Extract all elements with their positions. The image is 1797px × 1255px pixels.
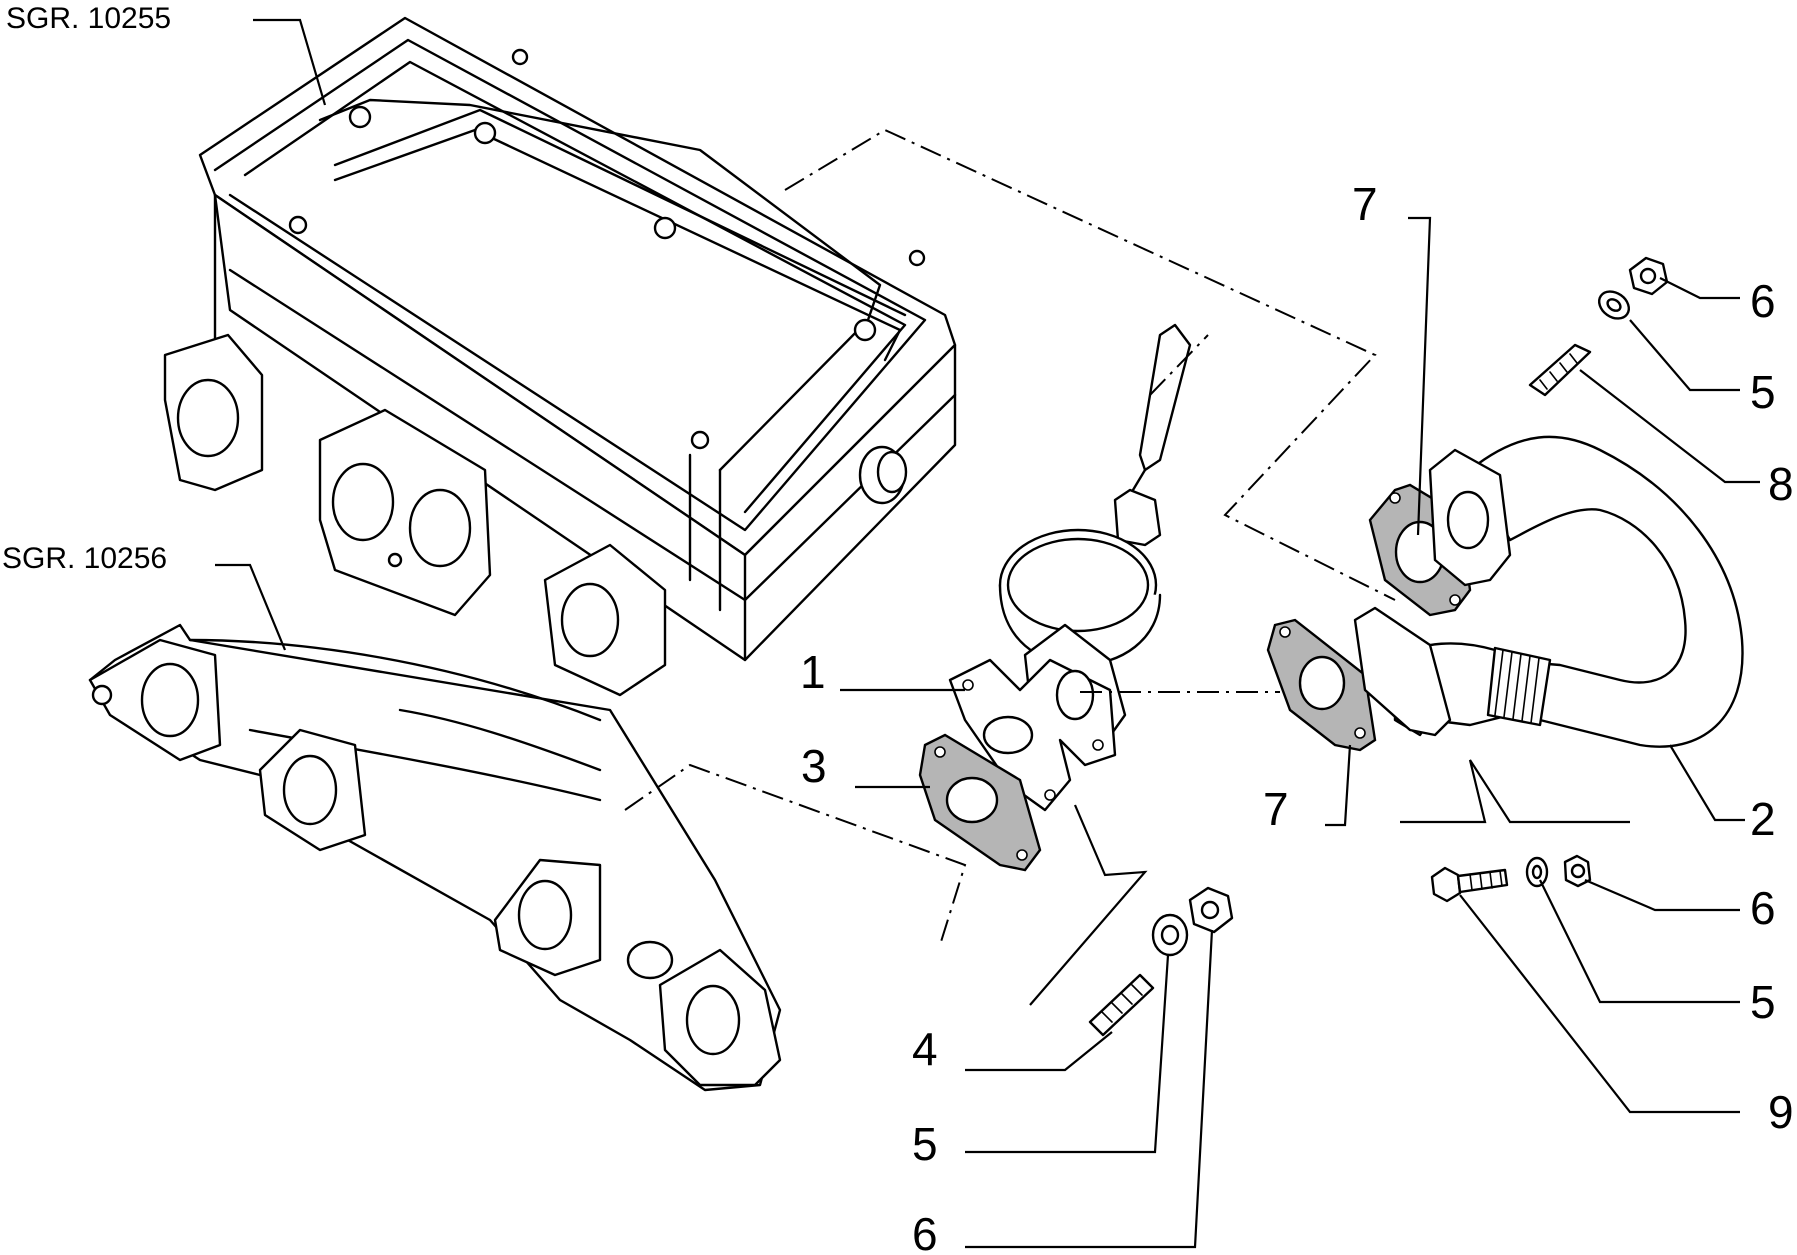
nut-6-mid: [1563, 854, 1592, 888]
exhaust-manifold: [88, 623, 782, 1092]
callout-6-mid: 6: [1750, 882, 1776, 934]
washer-5-top: [1597, 290, 1631, 320]
callout-3: 3: [801, 740, 827, 792]
callout-5-top: 5: [1750, 366, 1776, 418]
callout-sgr-10255: SGR. 10255: [6, 2, 171, 35]
gasket-7-mid: [1266, 618, 1377, 752]
stud-8: [1528, 343, 1592, 397]
callout-7-mid: 7: [1263, 783, 1289, 835]
callout-9: 9: [1768, 1086, 1794, 1138]
callout-sgr-10256: SGR. 10256: [2, 542, 167, 575]
intake-flange-1: [163, 333, 264, 492]
stud-4: [1088, 973, 1155, 1037]
callout-2: 2: [1750, 793, 1776, 845]
callout-7-top: 7: [1352, 178, 1378, 230]
callout-6-bottom: 6: [912, 1208, 938, 1255]
washer-5-bottom: [1151, 913, 1189, 957]
callout-5-bottom: 5: [912, 1118, 938, 1170]
callout-5-mid: 5: [1750, 976, 1776, 1028]
washer-5-mid: [1525, 856, 1549, 888]
callout-4: 4: [912, 1023, 938, 1075]
assembly-lines: [624, 128, 1396, 946]
callout-1: 1: [800, 646, 826, 698]
egr-pipe: [1353, 435, 1744, 748]
callout-6-top: 6: [1750, 275, 1776, 327]
leader-lines: [215, 18, 1760, 1249]
callout-8: 8: [1768, 458, 1794, 510]
intake-flange-3: [543, 543, 667, 697]
gasket-3: [918, 733, 1042, 872]
bolt-9: [1430, 866, 1509, 903]
nut-6-top: [1628, 256, 1669, 296]
egr-valve: [948, 323, 1192, 812]
nut-6-bottom: [1188, 886, 1234, 934]
intake-manifold: [163, 16, 957, 697]
intake-flange-2: [318, 408, 492, 617]
